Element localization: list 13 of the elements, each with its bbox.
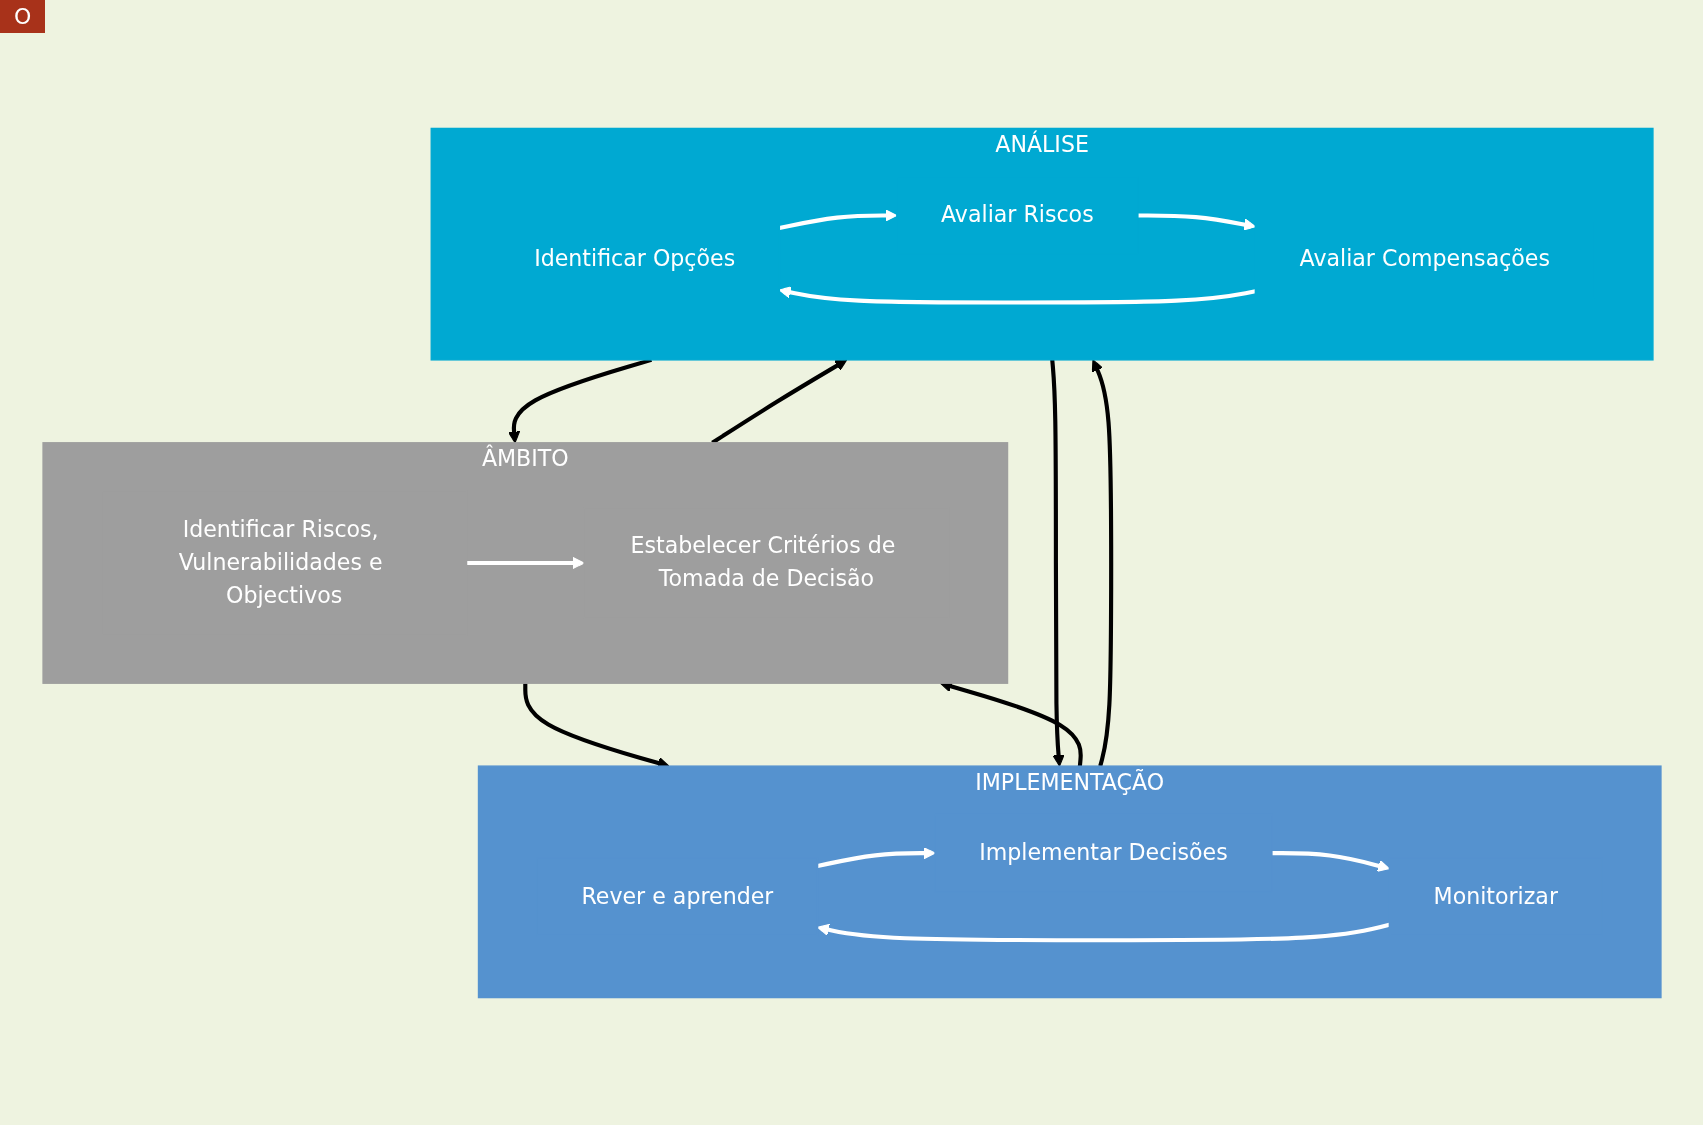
node-text: Avaliar Riscos	[940, 201, 1094, 228]
node-text: Avaliar Compensações	[1299, 244, 1550, 271]
node-text: Implementar Decisões	[978, 838, 1228, 866]
arrow	[778, 208, 897, 230]
node-text: Identificar Riscos, Vulnerabilidades e Objectivos	[178, 515, 383, 609]
arrow	[1049, 359, 1065, 767]
corner-tag: O	[0, 0, 46, 33]
node-text: Monitorizar	[1433, 882, 1558, 909]
arrow	[778, 285, 1256, 305]
node-text: Rever e aprender	[580, 882, 773, 909]
node-text: Estabelecer Critérios de Tomada de Decisão	[629, 532, 895, 592]
node-text: Identificar Opções	[533, 244, 735, 271]
arrow	[1091, 358, 1113, 767]
